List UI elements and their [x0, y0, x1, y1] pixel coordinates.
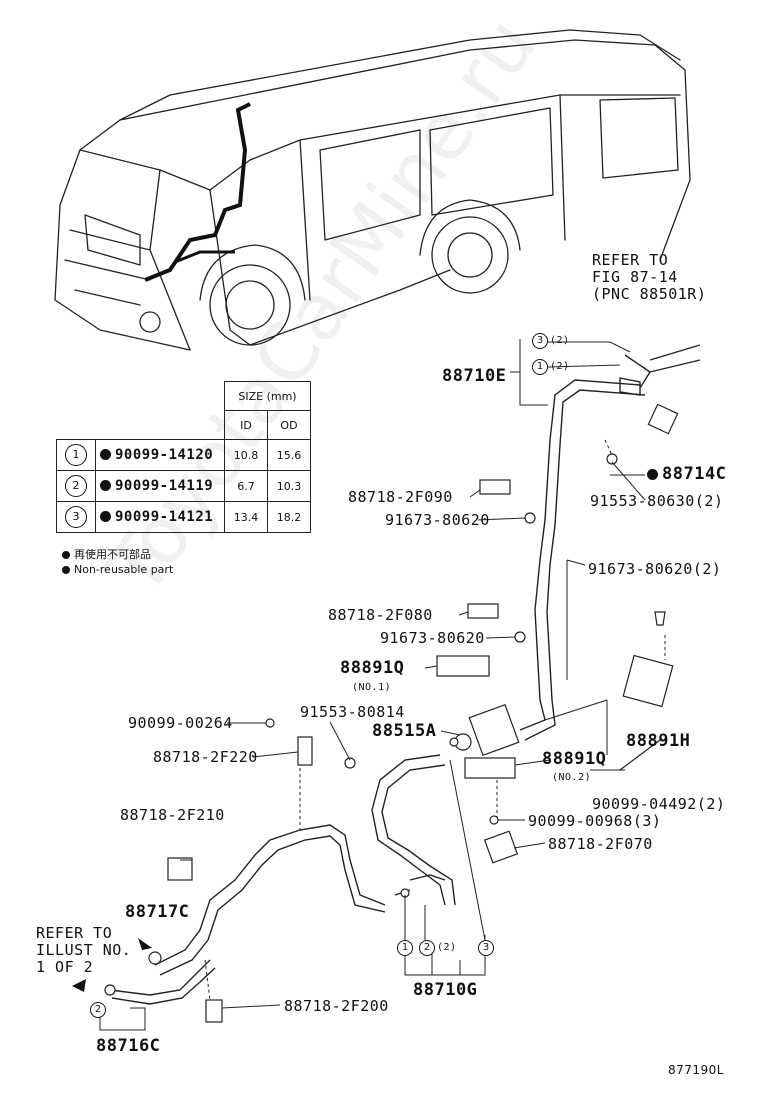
non-reusable-dot: [647, 469, 658, 480]
table-col-od: OD: [267, 410, 311, 440]
row-number: 1: [65, 444, 87, 466]
label-88515A: 88515A: [372, 721, 437, 741]
label-88718-2F070: 88718-2F070: [548, 835, 653, 853]
label-88891H: 88891H: [626, 731, 691, 751]
label-91553-80630-2: 91553-80630(2): [590, 492, 724, 510]
label-no2: (NO.2): [552, 772, 592, 783]
label-88891Q-no1: 88891Q: [340, 658, 405, 678]
label-88716C: 88716C: [96, 1036, 161, 1056]
table-row: 2 90099-14119 6.7 10.3: [56, 470, 311, 502]
refer-top-note: REFER TO FIG 87-14 (PNC 88501R): [592, 252, 706, 303]
table-col-id: ID: [224, 410, 268, 440]
refer-left-line1: REFER TO: [36, 924, 113, 942]
label-91673-80620-2: 91673-80620(2): [588, 560, 722, 578]
refer-left-note: REFER TO ILLUST NO. 1 OF 2: [36, 925, 131, 976]
label-88710E: 88710E: [442, 366, 507, 386]
label-91673-80620-b: 91673-80620: [380, 629, 485, 647]
label-88891Q-no2: 88891Q: [542, 749, 607, 769]
legend-en: Non-reusable part: [62, 563, 173, 576]
label-no1: (NO.1): [352, 682, 392, 693]
legend-en-text: Non-reusable part: [74, 563, 174, 576]
label-88718-2F200: 88718-2F200: [284, 997, 389, 1015]
leader-lines: [99, 339, 666, 1031]
label-91553-80814: 91553-80814: [300, 703, 405, 721]
row-id: 6.7: [224, 470, 268, 502]
refer-top-line2: FIG 87-14: [592, 268, 678, 286]
row-od: 15.6: [267, 439, 311, 471]
table-size-header: SIZE (mm): [224, 381, 311, 411]
callout-circle-2-bottom: 2: [419, 940, 435, 956]
callout-circle-2-left: 2: [90, 1002, 106, 1018]
row-number: 3: [65, 506, 87, 528]
label-91673-80620-a: 91673-80620: [385, 511, 490, 529]
table-row: 3 90099-14121 13.4 18.2: [56, 501, 311, 533]
row-id: 13.4: [224, 501, 268, 533]
callout-circle-3-top: 3: [532, 333, 548, 349]
arrows: [72, 938, 152, 992]
label-90099-00264: 90099-00264: [128, 714, 233, 732]
label-88718-2F090: 88718-2F090: [348, 488, 453, 506]
label-88718-2F220: 88718-2F220: [153, 748, 258, 766]
part-shapes: [167, 403, 679, 1023]
label-90099-04492-2: 90099-04492(2): [592, 795, 726, 813]
legend-jp: 再使用不可部品: [62, 546, 151, 562]
legend-jp-text: 再使用不可部品: [74, 548, 151, 561]
refer-left-line3: 1 OF 2: [36, 958, 94, 976]
row-id: 10.8: [224, 439, 268, 471]
callout-qty-bottom-2: (2): [437, 942, 457, 953]
pipe-88717C: [109, 824, 386, 1005]
label-88710G: 88710G: [413, 980, 478, 1000]
label-88717C: 88717C: [125, 902, 190, 922]
row-od: 10.3: [267, 470, 311, 502]
row-part-number: 90099-14119: [115, 478, 214, 494]
callout-circle-1-top: 1: [532, 359, 548, 375]
row-part-number: 90099-14121: [115, 509, 214, 525]
label-88718-2F080: 88718-2F080: [328, 606, 433, 624]
pipe-88710G: [371, 754, 456, 906]
callout-circle-3-bottom: 3: [478, 940, 494, 956]
table-row: 1 90099-14120 10.8 15.6: [56, 439, 311, 471]
refer-top-line3: (PNC 88501R): [592, 285, 707, 303]
pipe-88710E: [519, 344, 701, 741]
row-number: 2: [65, 475, 87, 497]
label-88714C: 88714C: [662, 464, 727, 484]
row-part-number: 90099-14120: [115, 447, 214, 463]
callout-qty-top-1: (2): [550, 361, 570, 372]
callout-circle-1-bottom: 1: [397, 940, 413, 956]
refer-top-line1: REFER TO: [592, 251, 669, 269]
refer-left-line2: ILLUST NO.: [36, 941, 132, 959]
o-ring-size-table: SIZE (mm) ID OD 1 90099-14120 10.8 15.6 …: [56, 381, 311, 533]
callout-qty-top-3: (2): [550, 335, 570, 346]
label-90099-00968-3: 90099-00968(3): [528, 812, 662, 830]
row-od: 18.2: [267, 501, 311, 533]
van-illustration: [54, 29, 691, 351]
figure-number: 877190L: [668, 1063, 724, 1077]
label-88718-2F210: 88718-2F210: [120, 806, 225, 824]
